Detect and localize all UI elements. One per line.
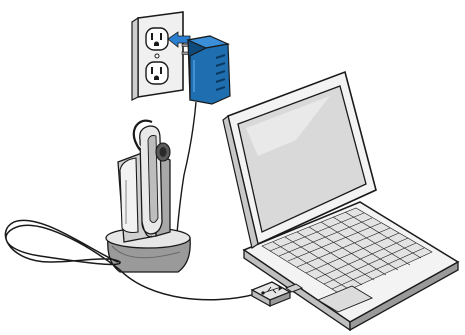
- wall-outlet: [131, 11, 184, 101]
- power-adapter: [181, 35, 231, 105]
- usb-icon: [261, 285, 283, 295]
- headset-charging-base: [105, 119, 191, 273]
- usb-connector: [250, 281, 304, 308]
- touchpad: [317, 285, 373, 313]
- usb-cable: [4, 219, 257, 301]
- keyboard: [261, 207, 433, 295]
- power-cord: [175, 101, 197, 246]
